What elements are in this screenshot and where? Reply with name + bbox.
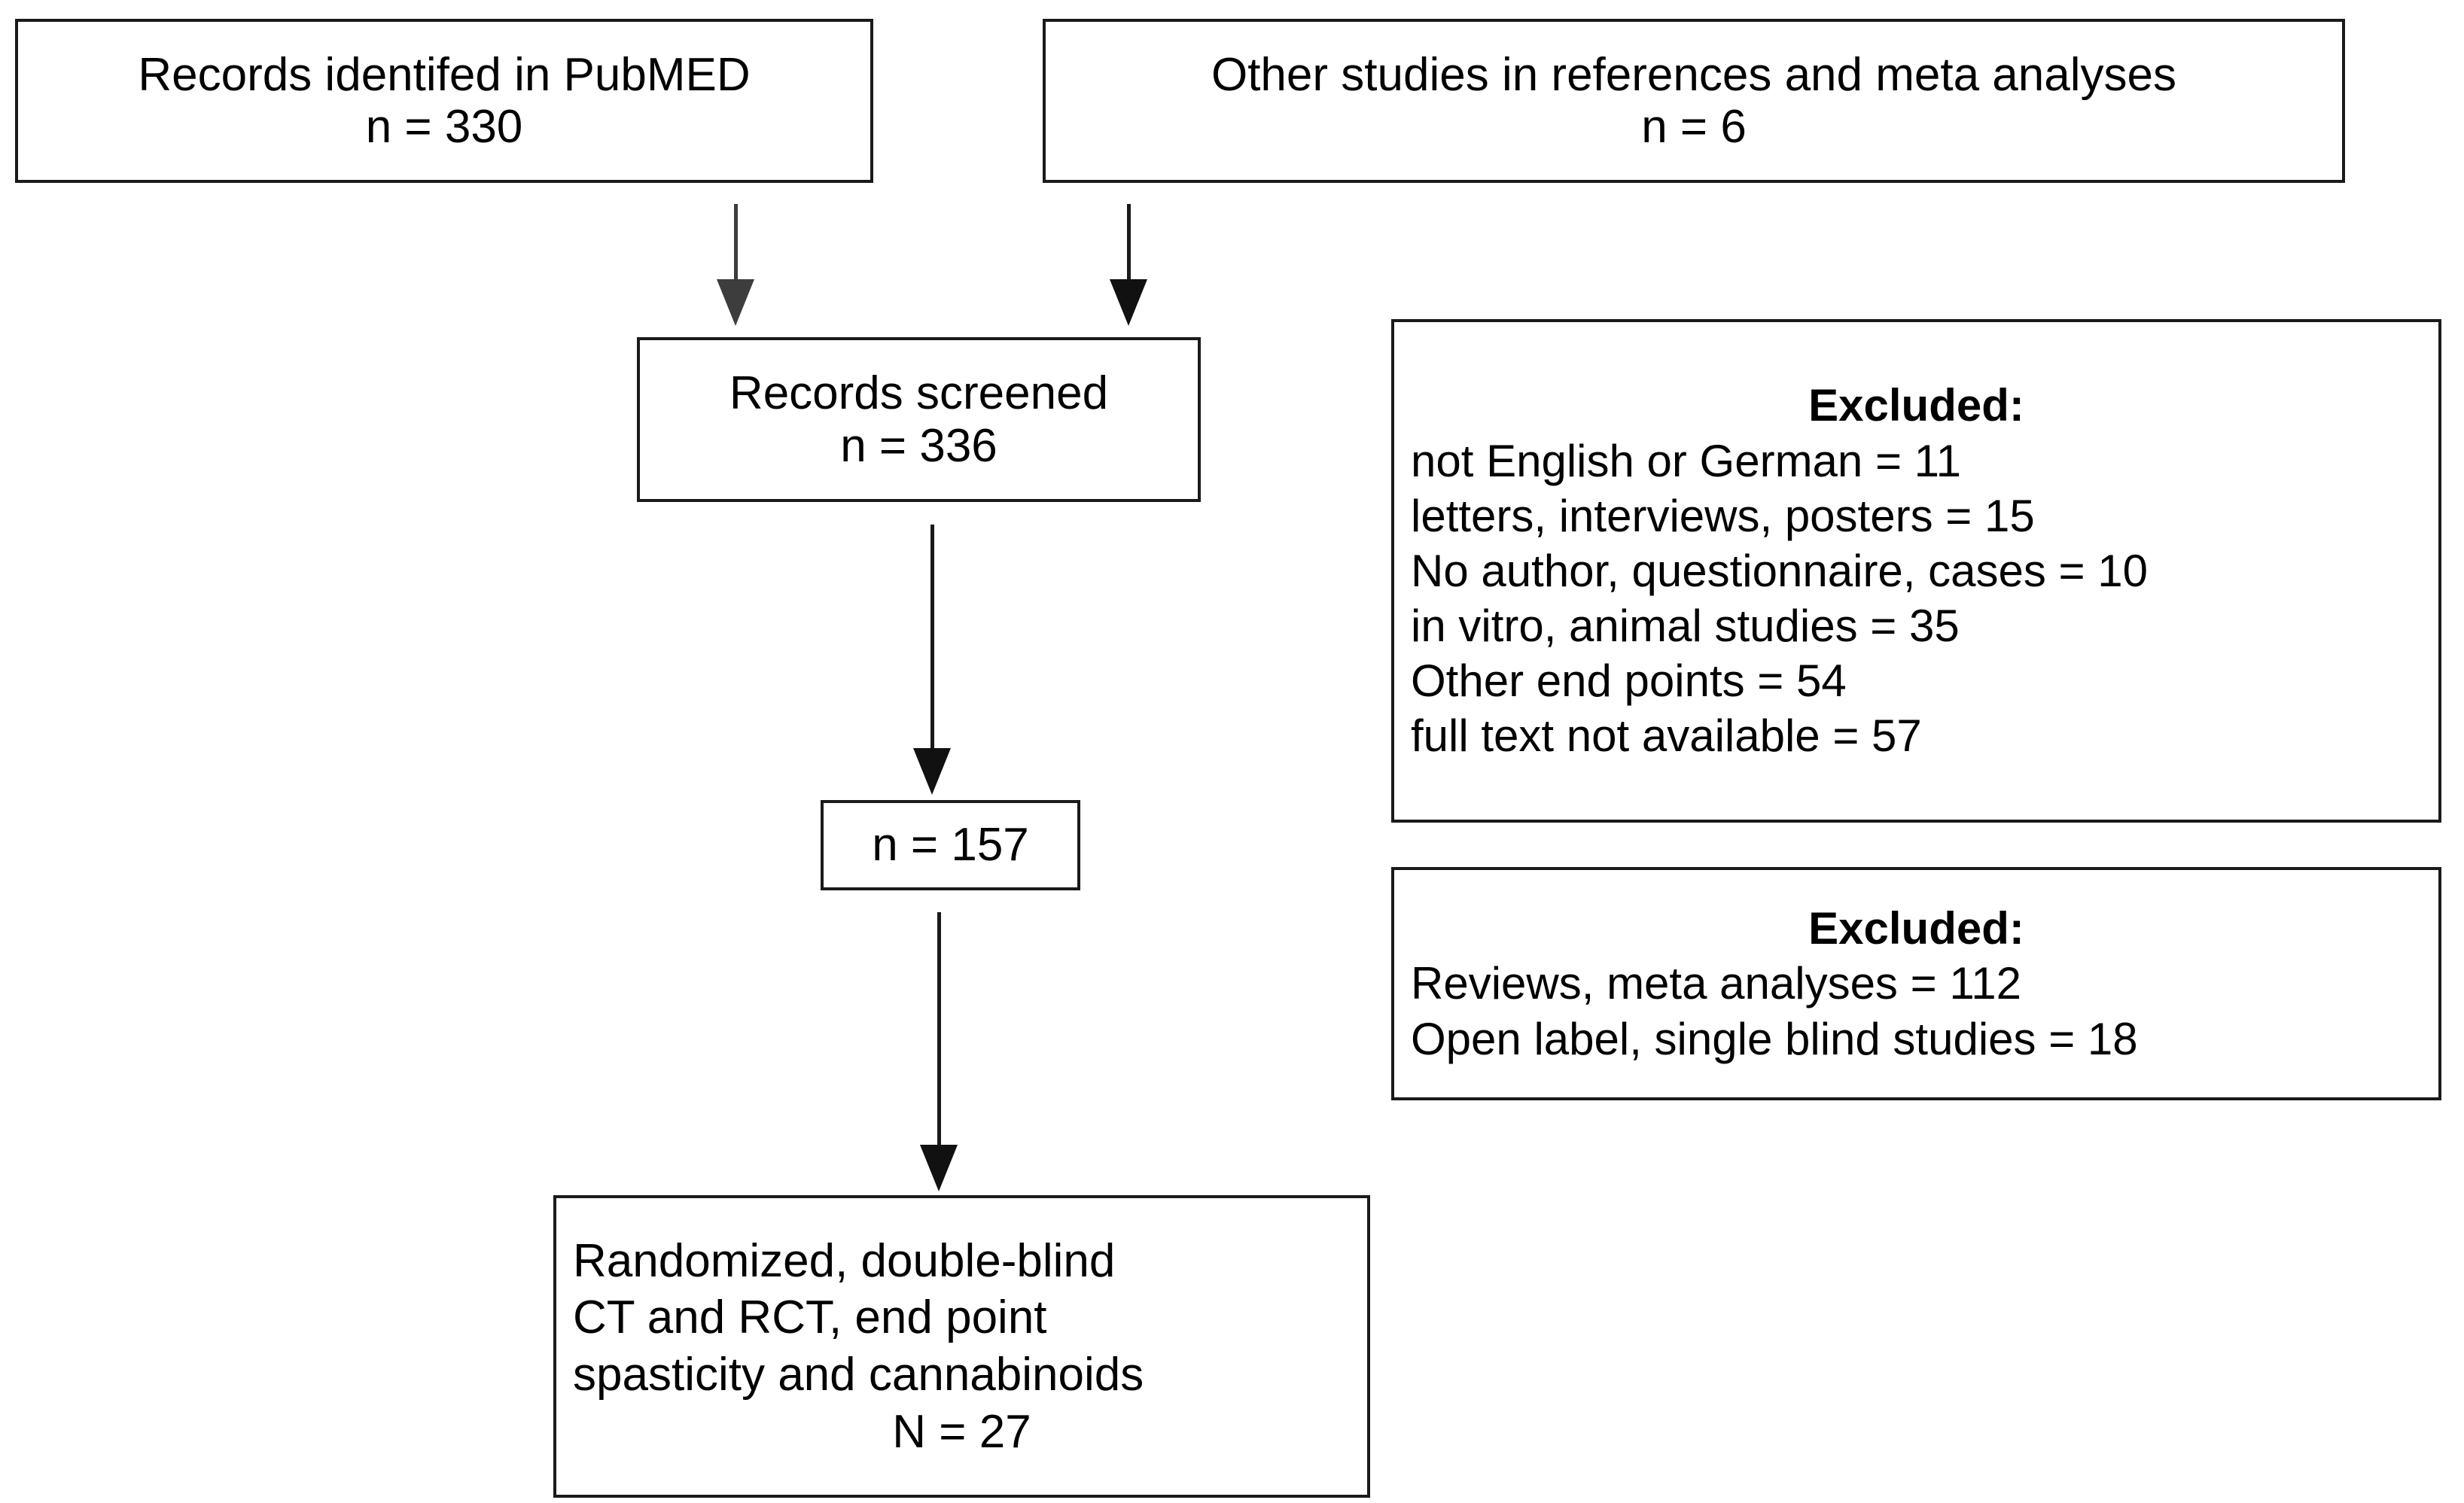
excluded-second-title: Excluded: — [1808, 903, 2024, 954]
excluded-first-reason: not English or German = 11 — [1411, 435, 1961, 486]
excluded-second-reason: Open label, single blind studies = 18 — [1411, 1013, 2138, 1064]
node-screened-line-1: Records screened — [729, 367, 1109, 420]
arrow-head-icon — [913, 748, 951, 795]
node-included-line-3: spasticity and cannabinoids — [573, 1349, 1144, 1401]
node-remaining-count: n = 157 — [821, 800, 1080, 890]
arrow-shaft — [937, 912, 941, 1149]
arrow-shaft — [734, 204, 738, 283]
arrow-shaft — [930, 525, 934, 752]
node-other-line-1: Other studies in references and meta ana… — [1211, 48, 2177, 101]
node-other-count: n = 6 — [1641, 101, 1747, 153]
node-remaining-value: n = 157 — [872, 819, 1029, 872]
arrow-head-icon — [1110, 279, 1147, 326]
node-included-line-2: CT and RCT, end point — [573, 1292, 1047, 1344]
node-pubmed-count: n = 330 — [365, 101, 523, 153]
excluded-first-reason: in vitro, animal studies = 35 — [1411, 601, 1960, 652]
node-records-identified-pubmed: Records identifed in PubMED n = 330 — [15, 19, 873, 183]
node-excluded-first: Excluded: not English or German = 11 let… — [1391, 319, 2441, 823]
arrow-head-icon — [717, 279, 754, 326]
node-screened-count: n = 336 — [840, 419, 997, 472]
arrow-shaft — [1127, 204, 1131, 283]
arrow-head-icon — [920, 1145, 958, 1191]
excluded-first-reason: full text not available = 57 — [1411, 710, 1922, 762]
node-excluded-second: Excluded: Reviews, meta analyses = 112 O… — [1391, 867, 2441, 1100]
excluded-first-reason: letters, interviews, posters = 15 — [1411, 490, 2035, 541]
node-included-count: N = 27 — [892, 1405, 1031, 1458]
node-records-screened: Records screened n = 336 — [637, 337, 1201, 502]
node-pubmed-line-1: Records identifed in PubMED — [138, 48, 751, 101]
excluded-first-title: Excluded: — [1808, 380, 2024, 431]
node-included-line-1: Randomized, double-blind — [573, 1234, 1116, 1287]
excluded-second-reason: Reviews, meta analyses = 112 — [1411, 958, 2021, 1009]
excluded-first-reason: Other end points = 54 — [1411, 656, 1847, 707]
excluded-first-reason: No author, questionnaire, cases = 10 — [1411, 545, 2148, 596]
node-other-studies: Other studies in references and meta ana… — [1043, 19, 2345, 183]
node-included-studies: Randomized, double-blind CT and RCT, end… — [553, 1195, 1370, 1498]
